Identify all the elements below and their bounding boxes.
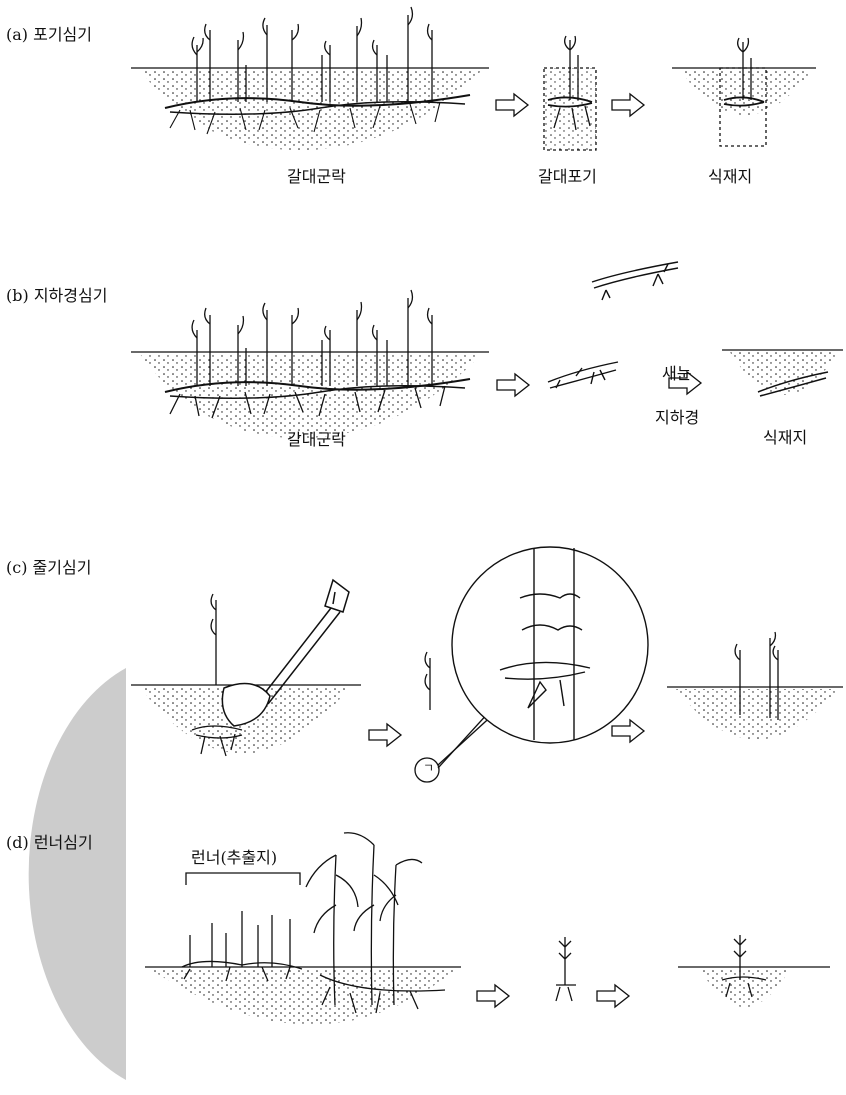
label-new-bud: 새눈 <box>662 360 691 384</box>
rhizome-piece-drawing <box>548 362 618 388</box>
stem-cutting-drawing <box>425 652 430 710</box>
label-rhizome: 지하경 <box>655 404 699 428</box>
hollow-right-arrow-icon <box>497 374 529 396</box>
section-b-rhizome-planting: (b) 지하경심기 <box>0 260 846 460</box>
hollow-right-arrow-icon <box>496 94 528 116</box>
planting-site-drawing <box>667 632 843 740</box>
rhizome-detail-drawing <box>592 262 678 300</box>
soil-drawing <box>131 594 361 756</box>
section-b-illustration <box>0 260 846 460</box>
hollow-right-arrow-icon <box>477 985 509 1007</box>
planting-site-drawing <box>722 350 843 396</box>
label-planting-site: 식재지 <box>763 424 807 448</box>
label-node: ㄱ <box>423 759 434 776</box>
section-c-stem-planting: (c) 줄기심기 <box>0 540 846 810</box>
section-a-clump-planting: (a) 포기심기 <box>0 0 846 210</box>
planting-site-drawing <box>672 38 816 146</box>
reed-colony-drawing <box>131 7 489 150</box>
label-runner: 런너(추출지) <box>191 844 277 868</box>
runner-cutting-drawing <box>556 937 576 1001</box>
label-reed-colony: 갈대군락 <box>287 426 346 450</box>
hollow-right-arrow-icon <box>612 94 644 116</box>
runner-bracket <box>186 873 300 885</box>
reed-colony-drawing <box>131 290 489 438</box>
hollow-right-arrow-icon <box>612 720 644 742</box>
magnified-detail-circle <box>452 547 648 743</box>
label-reed-colony: 갈대군락 <box>287 163 346 187</box>
reed-clump-drawing <box>544 36 596 150</box>
hollow-right-arrow-icon <box>597 985 629 1007</box>
label-planting-site: 식재지 <box>708 163 752 187</box>
label-reed-clump: 갈대포기 <box>538 163 597 187</box>
section-d-illustration <box>0 815 846 1095</box>
planting-site-drawing <box>678 935 830 1007</box>
section-d-runner-planting: (d) 런너심기 런너(추출지) <box>0 815 846 1095</box>
hollow-right-arrow-icon <box>369 724 401 746</box>
